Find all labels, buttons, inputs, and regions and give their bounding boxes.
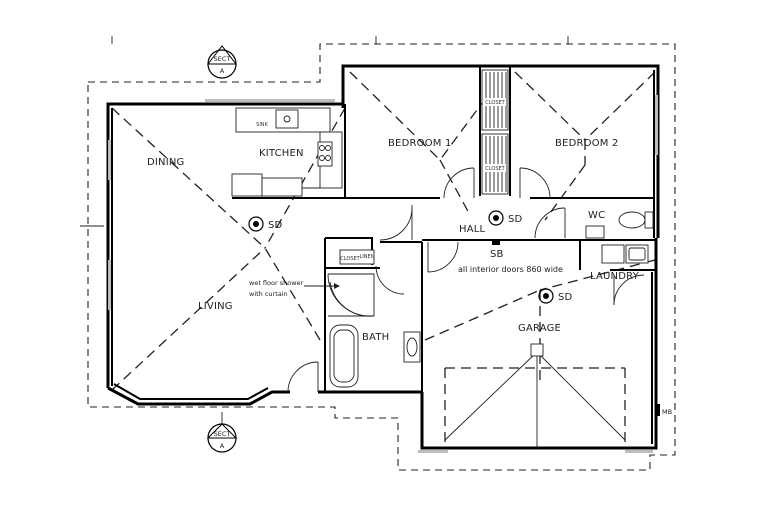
wall-shading	[108, 95, 658, 453]
room-labels: DINING KITCHEN BEDROOM 1 BEDROOM 2 LIVIN…	[147, 138, 640, 343]
closets: CLOSET CLOSET CLOSET LINEN	[339, 69, 509, 265]
room-label-kitchen: KITCHEN	[259, 148, 304, 159]
room-label-living: LIVING	[198, 301, 233, 312]
section-marker-top: SECT A	[206, 45, 238, 79]
bath-fixtures	[327, 273, 421, 388]
roof-outline	[80, 36, 676, 471]
smoke-detector-hall	[488, 210, 504, 226]
room-label-garage: GARAGE	[518, 323, 561, 334]
interior-doors-note: all interior doors 860 wide	[458, 265, 563, 274]
sd-label-hall: SD	[508, 214, 523, 225]
shower-note-line1: wet floor shower	[249, 279, 304, 287]
room-label-bedroom1: BEDROOM 1	[388, 138, 452, 149]
section-top-line2: A	[220, 67, 225, 75]
section-bottom-line1: SECT	[214, 430, 231, 438]
shower-note-line2: with curtain	[249, 290, 288, 298]
section-bottom-line2: A	[220, 442, 225, 450]
sd-label-garage: SD	[558, 292, 573, 303]
room-label-bath: BATH	[362, 332, 389, 343]
garage-door-roof	[444, 343, 626, 449]
room-label-laundry: LAUNDRY	[590, 271, 640, 282]
linen-label: LINEN	[360, 254, 375, 260]
room-label-wc: WC	[588, 210, 605, 221]
room-label-hall: HALL	[459, 224, 486, 235]
smoke-detector-garage	[538, 288, 554, 304]
mb-label: MB	[662, 408, 672, 416]
sink-label: SINK	[256, 122, 268, 128]
interior-walls	[232, 66, 655, 392]
wc-laundry-fixtures	[585, 211, 654, 264]
sd-label-dining: SD	[268, 220, 283, 231]
closet-label-1: CLOSET	[485, 100, 505, 106]
closet-label-3: CLOSET	[340, 256, 360, 262]
meter-box-marker	[656, 404, 660, 416]
sb-label: SB	[490, 249, 504, 260]
room-label-dining: DINING	[147, 157, 185, 168]
closet-label-2: CLOSET	[485, 166, 505, 172]
section-marker-bottom: SECT A	[206, 412, 238, 453]
kitchen-cabinets: SINK	[231, 107, 343, 197]
section-top-line1: SECT	[214, 55, 231, 63]
room-label-bedroom2: BEDROOM 2	[555, 138, 619, 149]
plan-notes: all interior doors 860 wide wet floor sh…	[249, 265, 563, 298]
door-swings	[287, 167, 645, 393]
smoke-detector-dining	[248, 216, 264, 232]
switchboard-marker	[492, 239, 500, 245]
exterior-walls	[106, 64, 660, 450]
